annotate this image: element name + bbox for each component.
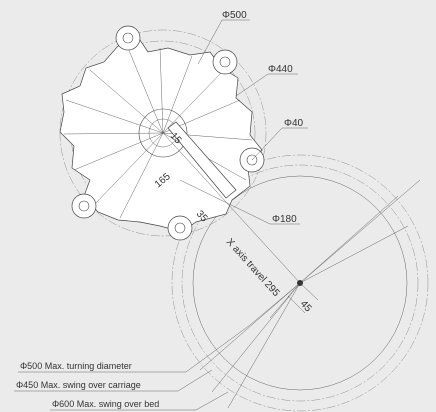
legend-bed: Φ600 Max. swing over bed	[50, 391, 229, 411]
legend-bed-text: Φ600 Max. swing over bed	[52, 399, 159, 409]
tool-lug	[115, 25, 141, 51]
callout-d500-text: Φ500	[222, 10, 247, 21]
callout-d40: Φ40	[251, 118, 308, 161]
swing-over-carriage-circle	[192, 175, 408, 391]
tool-hole	[246, 154, 258, 166]
callout-d500: Φ500	[197, 10, 250, 65]
turret-d500-circle	[59, 29, 267, 237]
swing-circles	[171, 154, 429, 412]
tool-hole	[174, 222, 186, 234]
travel-axis-line	[162, 132, 301, 284]
legend-turning: Φ500 Max. turning diameter	[18, 324, 251, 373]
legend-carriage: Φ450 Max. swing over carriage	[14, 369, 213, 392]
tool-lug	[71, 193, 97, 219]
turret-hub	[138, 108, 188, 158]
centre-lines	[199, 179, 421, 409]
radial-tool-arm	[162, 121, 301, 284]
tool-hole	[122, 32, 134, 44]
callout-d440-text: Φ440	[268, 64, 293, 75]
callout-d440: Φ440	[235, 64, 298, 97]
x-axis-travel-text: X axis travel 295	[224, 237, 282, 300]
callout-d40-text: Φ40	[284, 118, 304, 129]
turning-diameter-circle	[181, 164, 419, 402]
tool-arm	[167, 121, 237, 199]
dimension-45: 45	[287, 282, 319, 315]
legend-turning-text: Φ500 Max. turning diameter	[20, 361, 132, 371]
legend-carriage-text: Φ450 Max. swing over carriage	[16, 380, 141, 390]
callout-d180-text: Φ180	[272, 214, 297, 225]
tool-lug	[212, 49, 238, 75]
turret-body	[59, 39, 263, 233]
callout-d180: Φ180	[179, 179, 300, 225]
swing-over-bed-circle	[171, 154, 429, 412]
tool-lug	[167, 215, 193, 241]
tool-lugs	[71, 25, 265, 241]
tool-hole	[78, 200, 90, 212]
tool-hole	[219, 56, 231, 68]
dim-45-text: 45	[298, 299, 314, 315]
